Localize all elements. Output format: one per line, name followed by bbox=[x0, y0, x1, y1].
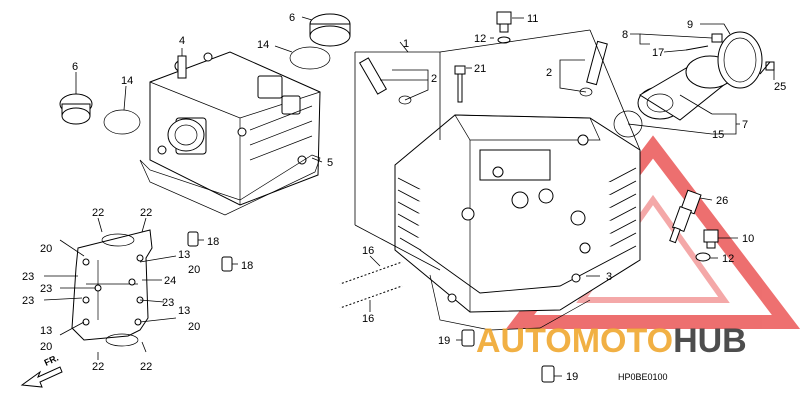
dowel-pin-18b bbox=[221, 256, 233, 272]
gasket-detail bbox=[71, 229, 153, 347]
callout-17: 17 bbox=[652, 47, 664, 59]
callout-2: 2 bbox=[546, 67, 552, 79]
callout-2: 2 bbox=[431, 73, 437, 85]
callout-22: 22 bbox=[92, 207, 104, 219]
callout-14: 14 bbox=[257, 39, 269, 51]
cap-nut-11 bbox=[496, 11, 512, 33]
callout-18: 18 bbox=[241, 260, 253, 272]
dowel-pin-19a bbox=[461, 329, 475, 347]
callout-19: 19 bbox=[438, 335, 450, 347]
callout-23: 23 bbox=[22, 295, 34, 307]
callout-12: 12 bbox=[722, 253, 734, 265]
callout-23: 23 bbox=[40, 283, 52, 295]
hose-clamp bbox=[711, 31, 763, 89]
drawing-code: HP0BE0100 bbox=[618, 372, 668, 382]
callout-22: 22 bbox=[140, 361, 152, 373]
washer-12b bbox=[695, 252, 711, 262]
callout-20: 20 bbox=[188, 321, 200, 333]
bolt-21 bbox=[454, 65, 466, 103]
callout-8: 8 bbox=[622, 29, 628, 41]
callout-3: 3 bbox=[606, 271, 612, 283]
callout-7: 7 bbox=[742, 119, 748, 131]
o-ring-14a bbox=[103, 109, 141, 135]
o-ring-insulator bbox=[613, 110, 643, 138]
callout-26: 26 bbox=[716, 195, 728, 207]
watermark-brand: AUTOMOTOHUB bbox=[476, 322, 747, 360]
callout-12: 12 bbox=[474, 33, 486, 45]
stud-bolt-4 bbox=[177, 55, 187, 79]
callout-16: 16 bbox=[362, 245, 374, 257]
callout-13: 13 bbox=[40, 325, 52, 337]
callout-22: 22 bbox=[92, 361, 104, 373]
callout-14: 14 bbox=[121, 75, 133, 87]
callout-23: 23 bbox=[22, 271, 34, 283]
valve-guide-left bbox=[358, 57, 412, 105]
callout-23: 23 bbox=[162, 297, 174, 309]
spark-plug bbox=[669, 189, 702, 244]
oil-filler-cap bbox=[59, 93, 93, 125]
callout-22: 22 bbox=[140, 207, 152, 219]
callout-20: 20 bbox=[188, 264, 200, 276]
callout-21: 21 bbox=[474, 63, 486, 75]
callout-25: 25 bbox=[774, 81, 786, 93]
callout-15: 15 bbox=[712, 129, 724, 141]
callout-labels: 1 2 2 3 4 5 6 6 7 8 9 10 11 12 12 13 13 … bbox=[22, 12, 786, 383]
callout-9: 9 bbox=[687, 19, 693, 31]
leader-lines bbox=[43, 16, 775, 377]
callout-6: 6 bbox=[72, 61, 78, 73]
o-ring-14b bbox=[289, 46, 331, 70]
bolt-10 bbox=[703, 229, 719, 249]
dowel-pin-19b bbox=[541, 365, 555, 383]
callout-6: 6 bbox=[289, 12, 295, 24]
callout-20: 20 bbox=[40, 341, 52, 353]
watermark-text-automoto: AUTOMOTO bbox=[476, 322, 673, 360]
watermark-text-hub: HUB bbox=[673, 322, 747, 360]
cover-gasket bbox=[139, 154, 321, 216]
callout-5: 5 bbox=[327, 157, 333, 169]
filler-cap-upper bbox=[309, 13, 351, 47]
front-arrow-icon bbox=[20, 366, 63, 388]
valve-guide-right bbox=[579, 40, 608, 97]
stud-bolts-16 bbox=[339, 260, 403, 310]
callout-24: 24 bbox=[164, 275, 176, 287]
callout-19: 19 bbox=[566, 371, 578, 383]
callout-13: 13 bbox=[178, 305, 190, 317]
callout-18: 18 bbox=[207, 236, 219, 248]
callout-11: 11 bbox=[527, 13, 538, 25]
bolt-25 bbox=[759, 61, 775, 75]
callout-10: 10 bbox=[742, 233, 754, 245]
callout-13: 13 bbox=[178, 249, 190, 261]
head-cover bbox=[149, 51, 321, 206]
callout-1: 1 bbox=[403, 38, 409, 50]
callout-20: 20 bbox=[40, 243, 52, 255]
callout-4: 4 bbox=[179, 35, 185, 47]
screw-17 bbox=[685, 45, 709, 51]
svg-text:AUTOMOTOHUB: AUTOMOTOHUB bbox=[476, 322, 747, 360]
cylinder-head bbox=[394, 114, 641, 331]
callout-16: 16 bbox=[362, 313, 374, 325]
dowel-pin-18a bbox=[187, 231, 199, 247]
front-label: FR. bbox=[43, 353, 60, 368]
